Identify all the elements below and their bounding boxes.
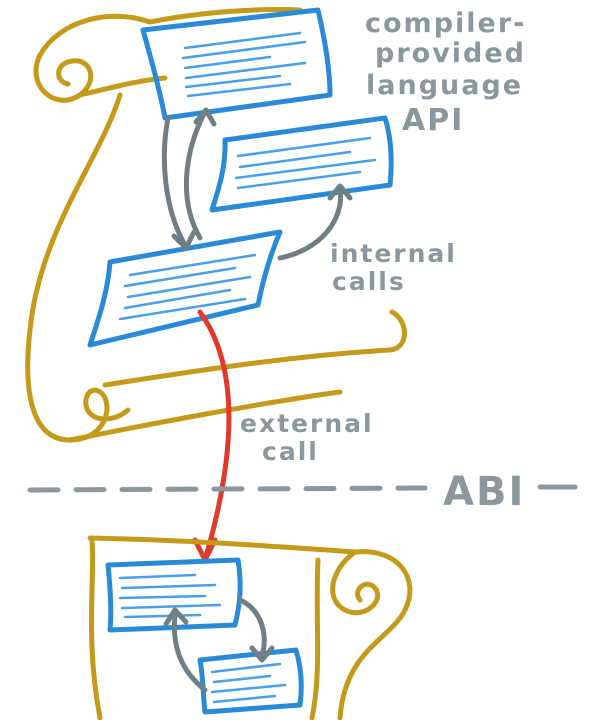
lower-block-2 xyxy=(197,647,304,715)
internal-call-arrows-lower xyxy=(163,597,275,693)
lower-block-1 xyxy=(105,557,243,633)
lower-scroll-left-side xyxy=(88,537,103,720)
lower-scroll-right-outer xyxy=(337,549,413,720)
lower-block-2-outline xyxy=(197,647,304,715)
upper-block-1 xyxy=(140,7,333,121)
upper-block-2 xyxy=(209,115,394,213)
internal-call-arrows-upper xyxy=(161,107,353,261)
upper-block-3-text-lines xyxy=(118,253,257,321)
label-internal-calls-line2: calls xyxy=(332,267,406,296)
arrow-block1-to-block3-head xyxy=(171,229,197,251)
upper-scroll-bottom-edge xyxy=(67,389,343,443)
label-compiler-api-line3: language xyxy=(366,70,523,101)
upper-scroll-left-side xyxy=(25,92,123,443)
lower-scroll-right-curl xyxy=(330,549,381,616)
abi-dashed-line xyxy=(27,484,578,493)
labels: compiler- provided language API internal… xyxy=(240,8,526,515)
upper-block-2-outline xyxy=(209,115,394,213)
lower-block-2-text-lines xyxy=(210,662,287,704)
arrow-block3-to-block2-head xyxy=(327,183,353,201)
lower-block-1-text-lines xyxy=(118,573,222,619)
label-compiler-api-line1: compiler- xyxy=(365,8,526,39)
upper-block-2-text-lines xyxy=(234,136,377,190)
lower-scroll-top-edge xyxy=(87,535,358,555)
upper-scroll xyxy=(25,7,407,443)
abi-dashed-line-left xyxy=(27,485,428,493)
upper-block-1-outline xyxy=(140,7,333,121)
upper-scroll-top-line xyxy=(147,7,303,25)
arrow-lower-block1-to-block2 xyxy=(237,597,267,659)
label-internal-calls-line1: internal xyxy=(330,239,457,268)
arrow-lower-block2-to-block1 xyxy=(171,612,208,693)
label-abi: ABI xyxy=(443,469,525,515)
arrow-block3-to-block1 xyxy=(183,109,208,241)
label-compiler-api-line4: API xyxy=(402,103,464,138)
upper-block-3 xyxy=(87,229,283,348)
arrow-block3-to-block2 xyxy=(277,185,344,261)
external-call-arrow-shaft xyxy=(197,309,232,563)
lower-scroll-inner-right xyxy=(309,557,321,720)
upper-scroll-bottom-roll xyxy=(102,309,407,388)
upper-scroll-top-curl xyxy=(33,13,153,103)
label-external-call-line1: external xyxy=(240,409,374,438)
label-external-call-line2: call xyxy=(262,437,319,466)
upper-block-3-outline xyxy=(87,229,283,348)
upper-block-1-text-lines xyxy=(181,31,307,98)
label-compiler-api-line2: provided xyxy=(375,38,526,69)
arrow-block3-to-block1-head xyxy=(193,107,217,127)
arrow-block1-to-block3 xyxy=(161,115,188,248)
lower-block-1-outline xyxy=(105,557,243,633)
lower-scroll xyxy=(87,535,413,720)
arrow-lower-block1-to-block2-head xyxy=(249,645,275,663)
external-call-arrow xyxy=(192,309,232,563)
upper-scroll-bottom-curl xyxy=(67,387,131,443)
arrow-lower-block2-to-block1-head xyxy=(163,607,189,627)
